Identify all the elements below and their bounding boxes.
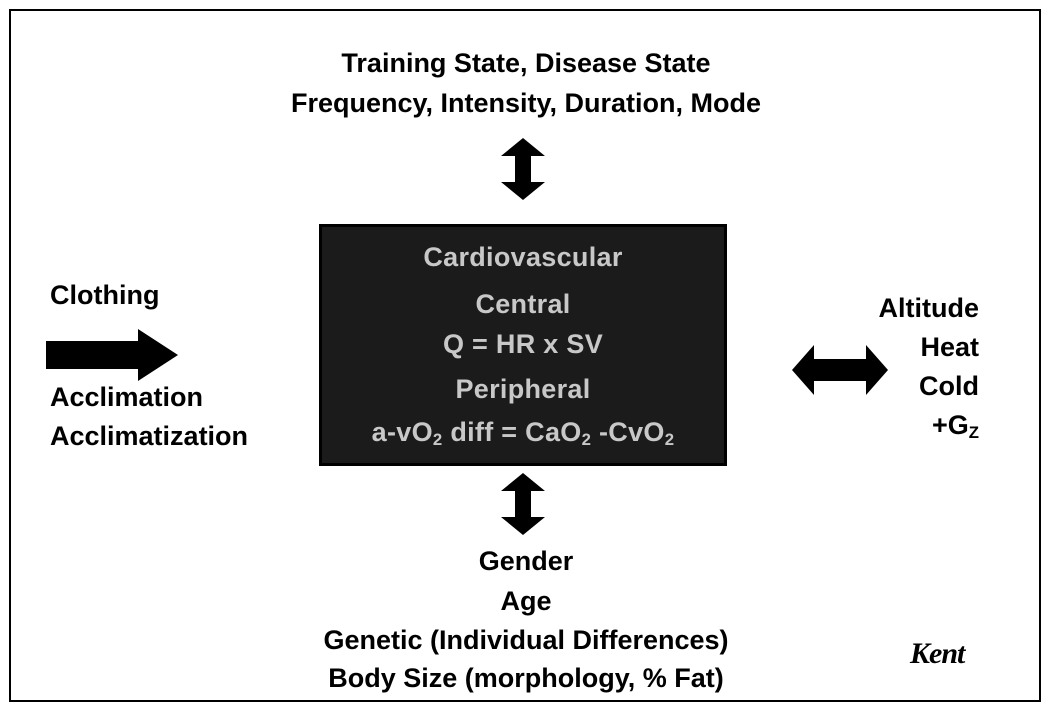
bottom-label-body-size: Body Size (morphology, % Fat) bbox=[328, 663, 724, 693]
right-label-altitude: Altitude bbox=[878, 293, 980, 323]
left-label-clothing: Clothing bbox=[50, 280, 160, 310]
bottom-label-age: Age bbox=[500, 586, 552, 616]
right-double-arrow bbox=[792, 345, 888, 395]
box-central-formula: Q = HR x SV bbox=[442, 329, 604, 359]
kent-logo: Kent bbox=[910, 637, 965, 670]
box-title: Cardiovascular bbox=[423, 242, 623, 272]
left-label-acclimation: Acclimation bbox=[50, 382, 204, 412]
top-label-line-1: Training State, Disease State bbox=[341, 48, 711, 78]
bottom-label-gender: Gender bbox=[478, 546, 574, 576]
right-label-cold: Cold bbox=[919, 371, 979, 401]
right-pointing-arrow bbox=[46, 329, 178, 381]
right-label-heat: Heat bbox=[920, 332, 979, 362]
cardiovascular-box: Cardiovascular Central Q = HR x SV Perip… bbox=[319, 224, 727, 466]
left-label-acclimatization: Acclimatization bbox=[50, 421, 249, 451]
box-central-label: Central bbox=[475, 289, 571, 319]
cardiovascular-box-background bbox=[319, 224, 727, 466]
box-peripheral-formula: a-vO2 diff = CaO2 -CvO2 bbox=[371, 417, 675, 450]
right-label-gz: +GZ bbox=[931, 410, 979, 443]
top-double-arrow bbox=[501, 138, 545, 200]
top-label-line-2: Frequency, Intensity, Duration, Mode bbox=[290, 88, 762, 118]
bottom-label-genetic: Genetic (Individual Differences) bbox=[323, 625, 729, 655]
bottom-double-arrow bbox=[501, 473, 545, 535]
box-peripheral-label: Peripheral bbox=[455, 374, 591, 404]
